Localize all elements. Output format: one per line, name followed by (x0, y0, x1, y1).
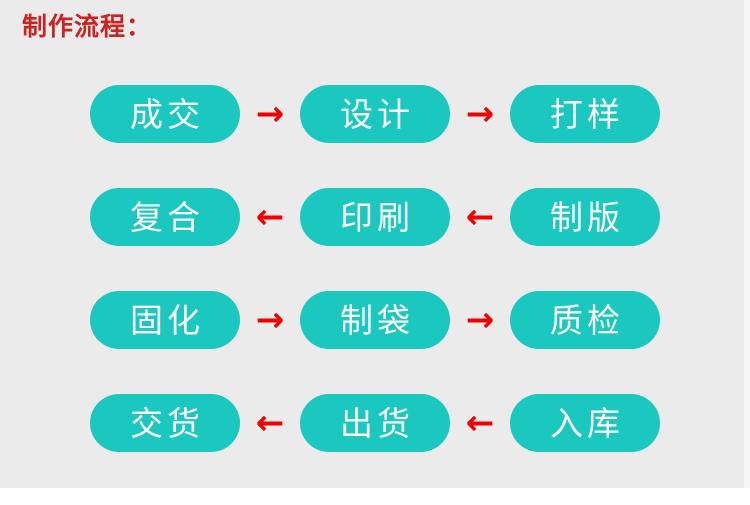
arrow-right-icon: → (465, 94, 495, 134)
arrow-left-icon: ← (255, 197, 285, 237)
flow-step-she-ji[interactable]: 设计 (300, 85, 450, 143)
flow-step-zhi-ban[interactable]: 制版 (510, 188, 660, 246)
flowchart-panel: 制作流程： 成交 → 设计 → 打样 复合 (0, 0, 744, 488)
flow-step-yin-shua[interactable]: 印刷 (300, 188, 450, 246)
flow-step-zhi-dai[interactable]: 制袋 (300, 291, 450, 349)
right-gutter (744, 0, 750, 488)
arrow-left-icon: ← (465, 197, 495, 237)
flow-row-2: 复合 ← 印刷 ← 制版 (90, 188, 660, 246)
flow-row-1: 成交 → 设计 → 打样 (90, 85, 660, 143)
arrow-left-icon: ← (255, 403, 285, 443)
arrow-right-icon: → (255, 300, 285, 340)
arrow-right-icon: → (465, 300, 495, 340)
flow-step-label: 质检 (550, 300, 624, 340)
process-flow: 成交 → 设计 → 打样 复合 ← 印刷 ← (90, 85, 660, 452)
flow-step-label: 入库 (550, 403, 624, 443)
flow-step-label: 印刷 (340, 197, 414, 237)
flow-step-cheng-jiao[interactable]: 成交 (90, 85, 240, 143)
flow-step-da-yang[interactable]: 打样 (510, 85, 660, 143)
page-title: 制作流程： (22, 12, 153, 41)
arrow-left-icon: ← (465, 403, 495, 443)
flow-step-jiao-huo[interactable]: 交货 (90, 394, 240, 452)
arrow-right-icon: → (255, 94, 285, 134)
flow-step-gu-hua[interactable]: 固化 (90, 291, 240, 349)
flow-step-label: 出货 (340, 403, 414, 443)
flow-step-label: 制袋 (340, 300, 414, 340)
flow-step-label: 制版 (550, 197, 624, 237)
flow-step-label: 固化 (130, 300, 204, 340)
flow-step-chu-huo[interactable]: 出货 (300, 394, 450, 452)
flow-step-label: 设计 (340, 94, 414, 134)
flow-step-label: 复合 (130, 197, 204, 237)
flow-step-label: 交货 (130, 403, 204, 443)
flow-step-zhi-jian[interactable]: 质检 (510, 291, 660, 349)
flow-step-label: 打样 (550, 94, 624, 134)
flow-row-4: 交货 ← 出货 ← 入库 (90, 394, 660, 452)
flow-step-fu-he[interactable]: 复合 (90, 188, 240, 246)
flow-step-label: 成交 (130, 94, 204, 134)
flow-row-3: 固化 → 制袋 → 质检 (90, 291, 660, 349)
flow-step-ru-ku[interactable]: 入库 (510, 394, 660, 452)
